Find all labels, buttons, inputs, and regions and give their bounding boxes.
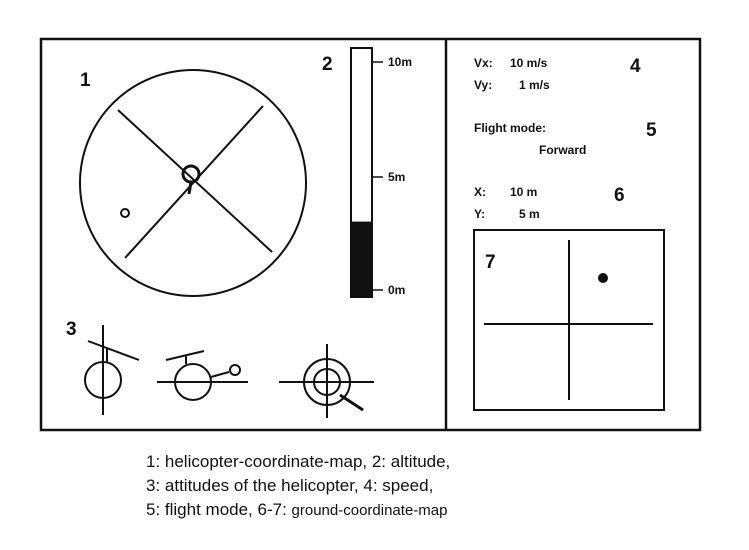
pitch-attitude-icon (157, 350, 248, 401)
panel-number-4: 4 (630, 56, 641, 77)
helicopter-position-dot (598, 273, 608, 283)
caption-line-2: 3: attitudes of the helicopter, 4: speed… (146, 476, 434, 495)
target-marker-icon (120, 208, 130, 218)
altitude-fill (351, 221, 372, 297)
caption-line-1: 1: helicopter-coordinate-map, 2: altitud… (146, 452, 451, 471)
x-value: 10 m (510, 185, 537, 199)
vy-label: Vy: (474, 78, 492, 92)
flight-mode-label: Flight mode: (474, 121, 546, 135)
y-value: 5 m (519, 207, 540, 221)
ground-coordinate-map: 7 (473, 229, 665, 411)
caption-line-3: 5: flight mode, 6-7: ground-coordinate-m… (146, 498, 450, 523)
map-circle (79, 69, 307, 297)
altitude-gauge: 2 10m 5m 0m (322, 47, 412, 298)
panel-number-1: 1 (80, 70, 91, 91)
panel-number-3: 3 (66, 319, 77, 340)
x-label: X: (474, 185, 486, 199)
tick-label-5m: 5m (388, 170, 405, 184)
vy-value: 1 m/s (519, 78, 550, 92)
tick-label-10m: 10m (388, 55, 412, 69)
panel-number-2: 2 (322, 54, 333, 75)
attitude-indicators: 3 (66, 319, 374, 418)
ground-map-frame (473, 229, 665, 411)
ground-position-readout: 6 X: 10 m Y: 5 m (474, 185, 625, 221)
panel-number-5: 5 (646, 120, 657, 141)
vx-label: Vx: (474, 56, 493, 70)
roll-attitude-icon (84, 325, 140, 415)
yaw-attitude-icon (279, 344, 374, 418)
caption-line-3-a: 5: flight mode, 6-7: (146, 500, 292, 519)
flight-mode-value: Forward (539, 143, 586, 157)
y-label: Y: (474, 207, 485, 221)
tick-label-0m: 0m (388, 283, 405, 297)
helicopter-icon (181, 164, 201, 195)
panel-number-6: 6 (614, 185, 625, 206)
panel-number-7: 7 (485, 252, 496, 273)
vx-value: 10 m/s (510, 56, 548, 70)
display-frame (39, 37, 702, 432)
helicopter-coordinate-map: 1 (79, 69, 307, 297)
speed-readout: 4 Vx: 10 m/s Vy: 1 m/s (474, 56, 641, 92)
caption-line-3-b: ground-coordinate-map (291, 502, 448, 519)
flight-mode-readout: 5 Flight mode: Forward (474, 120, 657, 157)
figure-caption: 1: helicopter-coordinate-map, 2: altitud… (146, 450, 450, 523)
